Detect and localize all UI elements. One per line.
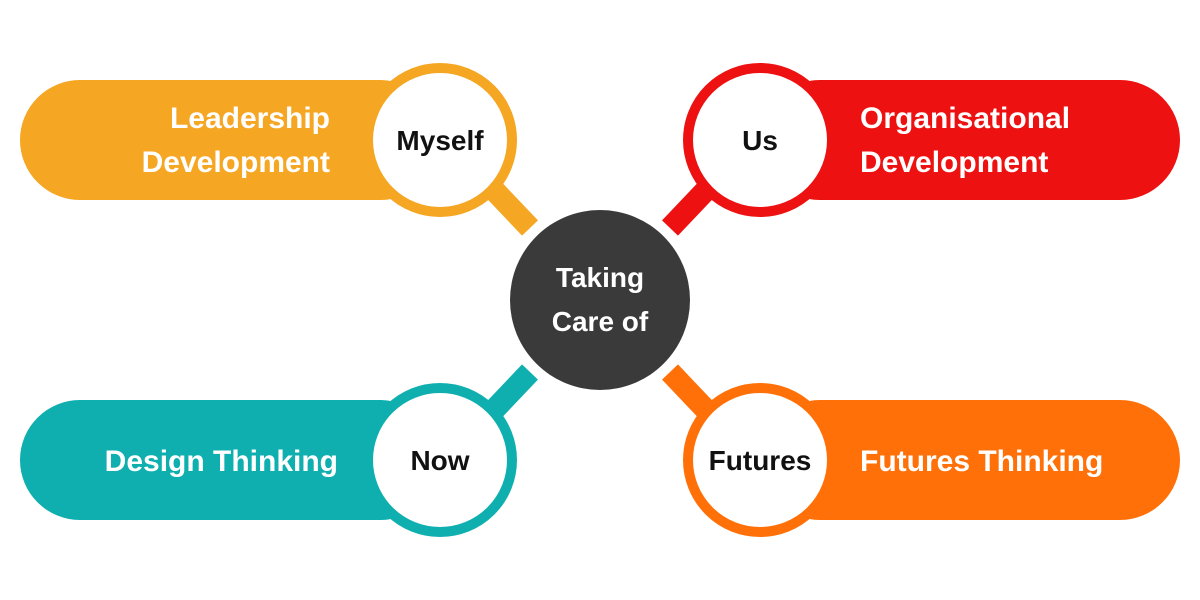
center-circle [510,210,690,390]
lens-label-us: Us [742,125,778,156]
center-hub: Taking Care of [510,210,690,390]
lens-handle-myself [484,180,538,236]
pill-label-development: Development [142,146,330,179]
lens-myself [363,63,517,217]
lens-handle-now [484,364,538,420]
pill-label-design-thinking: Design Thinking [105,445,338,478]
pill-label-futures-thinking: Futures Thinking [860,445,1103,478]
lens-us [683,63,837,217]
center-label-line2: Care of [552,306,649,337]
branch-us: Organisational Development Us [662,63,1180,236]
pill-label-development-right: Development [860,146,1048,179]
lens-futures [683,383,837,537]
center-label-line1: Taking [556,262,644,293]
branch-futures: Futures Thinking Futures [662,364,1180,537]
lens-label-futures: Futures [709,445,812,476]
pill-organisational-development [760,80,1180,200]
pill-label-organisational: Organisational [860,102,1070,135]
branch-myself: Leadership Development Myself [20,63,538,236]
pill-design-thinking [20,400,440,520]
lens-now [363,383,517,537]
pill-futures-thinking [760,400,1180,520]
lens-handle-us [662,180,716,236]
branch-now: Design Thinking Now [20,364,538,537]
pill-label-leadership: Leadership [170,102,330,135]
lens-label-myself: Myself [396,125,484,156]
lens-label-now: Now [410,445,469,476]
pill-leadership-development [20,80,440,200]
lens-handle-futures [662,364,716,420]
